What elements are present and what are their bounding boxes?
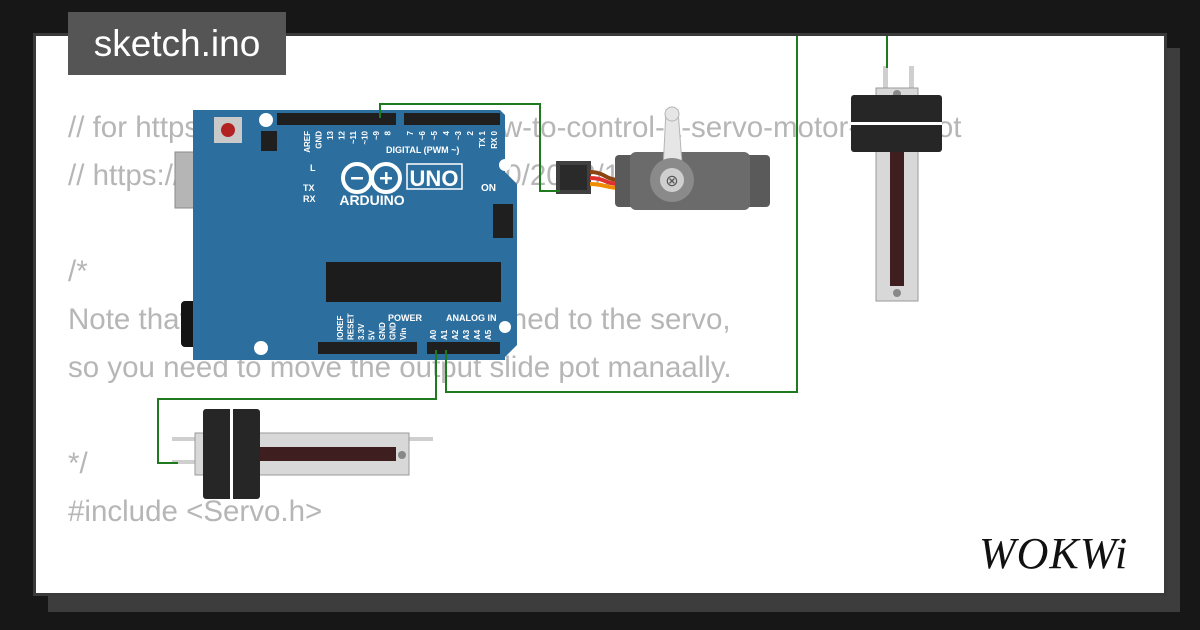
pin-label: A2 — [451, 329, 460, 340]
power-header-label: POWER — [388, 313, 423, 323]
analog-header-label: ANALOG IN — [446, 313, 497, 323]
pin-label: RX 0 — [490, 130, 499, 148]
pin-label: GND — [378, 322, 387, 340]
code-line: Servo myServo; — [68, 584, 962, 593]
wire-a1-to-slidepot — [445, 36, 798, 393]
pin-label: GND — [389, 322, 398, 340]
code-line: */ — [68, 447, 88, 480]
led-label-tx: TX — [303, 183, 315, 193]
uno-logo — [341, 162, 463, 194]
board-brand-text: ARDUINO — [339, 192, 404, 208]
arduino-uno-board[interactable]: UNO ARDUINO ON DIGITAL (PWM ~) ANALOG IN… — [174, 110, 517, 360]
pin-label: 12 — [338, 130, 347, 139]
pin-label: ~9 — [372, 130, 381, 140]
pin-label: ~3 — [454, 130, 463, 140]
wire-a0-to-input-pot — [157, 350, 437, 464]
project-title[interactable]: sketch.ino — [68, 12, 286, 75]
pin-label: A1 — [440, 329, 449, 340]
pin-label: A4 — [473, 329, 482, 340]
pin-label: 13 — [326, 130, 335, 139]
pin-label: 7 — [406, 130, 415, 135]
pin-label: TX 1 — [478, 130, 487, 147]
power-on-label: ON — [481, 183, 496, 194]
pin-label: 8 — [384, 130, 393, 135]
pin-label: A0 — [429, 329, 438, 340]
servo-motor[interactable]: ⊗ — [556, 106, 770, 210]
board-model-text: UNO — [410, 166, 459, 191]
pin-label: A3 — [462, 329, 471, 340]
wires — [157, 36, 888, 464]
pin-label: 4 — [442, 130, 451, 135]
pin-label: 3.3V — [357, 323, 366, 340]
digital-header-label: DIGITAL (PWM ~) — [386, 145, 459, 155]
pin-label: IOREF — [336, 315, 345, 340]
pin-label: AREF — [303, 131, 312, 153]
code-line: /* — [68, 255, 88, 288]
wire-pin9-to-servo — [379, 103, 560, 192]
slide-potentiometer-input[interactable] — [172, 409, 433, 499]
pin-label: ~11 — [349, 130, 358, 144]
wokwi-logo: WOKWi — [979, 529, 1128, 578]
pin-label: 2 — [466, 130, 475, 135]
svg-text:⊗: ⊗ — [665, 173, 678, 190]
led-label-rx: RX — [303, 194, 316, 204]
pin-label: ~5 — [430, 130, 439, 140]
slide-potentiometer-output[interactable] — [851, 66, 942, 302]
pin-label: 5V — [368, 330, 377, 340]
svg-text:WOKWi: WOKWi — [979, 529, 1128, 578]
pin-label: GND — [315, 131, 324, 149]
pin-label: Vin — [399, 328, 408, 340]
code-line: #include <Servo.h> — [68, 495, 323, 528]
pin-label: RESET — [347, 313, 356, 340]
pin-label: A5 — [484, 329, 493, 340]
code-line: so you need to move the output slide pot… — [68, 351, 732, 384]
led-label-l: L — [310, 163, 316, 173]
pin-label: ~10 — [361, 130, 370, 144]
pin-label: ~6 — [418, 130, 427, 140]
